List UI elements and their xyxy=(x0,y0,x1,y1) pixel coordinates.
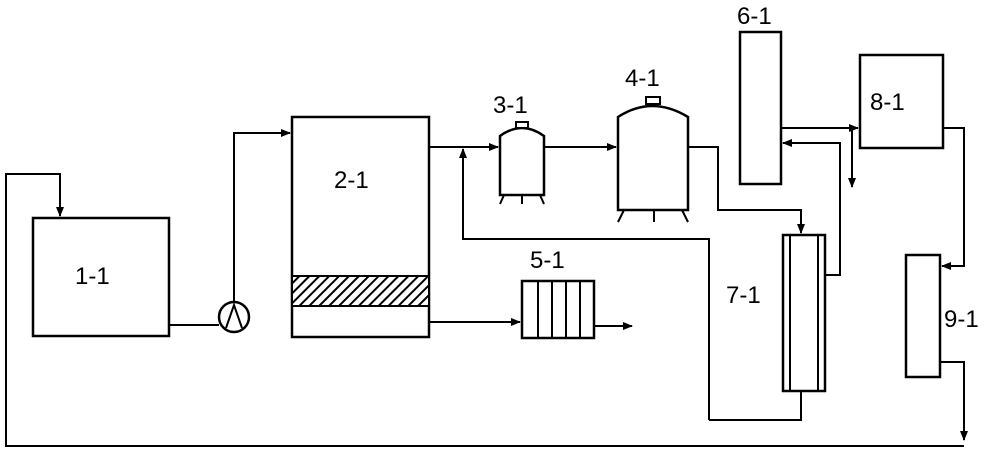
unit-3-1-vessel xyxy=(498,121,546,205)
unit-7-1-exchanger xyxy=(781,233,827,393)
line-pump-to-2-1 xyxy=(233,129,291,302)
unit-5-1-label: 5-1 xyxy=(530,247,565,274)
unit-3-1-label: 3-1 xyxy=(493,92,528,119)
unit-8-1-label: 8-1 xyxy=(870,89,905,116)
line-4-1-to-7-1 xyxy=(688,146,805,234)
flow-lines xyxy=(5,124,968,447)
unit-9-1-label: 9-1 xyxy=(944,306,979,333)
unit-2-1-label: 2-1 xyxy=(334,167,369,194)
unit-1-1-box xyxy=(31,216,171,338)
unit-7-1-label: 7-1 xyxy=(726,282,761,309)
unit-1-1-label: 1-1 xyxy=(75,263,110,290)
line-9-1-down xyxy=(940,361,968,441)
unit-6-1-box xyxy=(738,30,783,186)
unit-8-1-box xyxy=(858,53,945,150)
unit-9-1-box xyxy=(904,253,942,379)
pump-impeller-icon xyxy=(225,301,243,329)
line-7-1-to-6-1 xyxy=(782,139,841,276)
unit-6-1-label: 6-1 xyxy=(737,3,772,30)
line-recycle-to-2-1 xyxy=(459,148,710,420)
unit-4-1-vessel xyxy=(616,96,690,223)
line-7-1-bottom-return xyxy=(709,391,802,421)
unit-5-1-module xyxy=(520,279,596,340)
unit-4-1-label: 4-1 xyxy=(625,65,660,92)
line-8-1-to-9-1 xyxy=(941,127,965,270)
unit-2-1-filter-layer xyxy=(291,275,430,307)
line-return-to-1-1 xyxy=(5,173,964,447)
